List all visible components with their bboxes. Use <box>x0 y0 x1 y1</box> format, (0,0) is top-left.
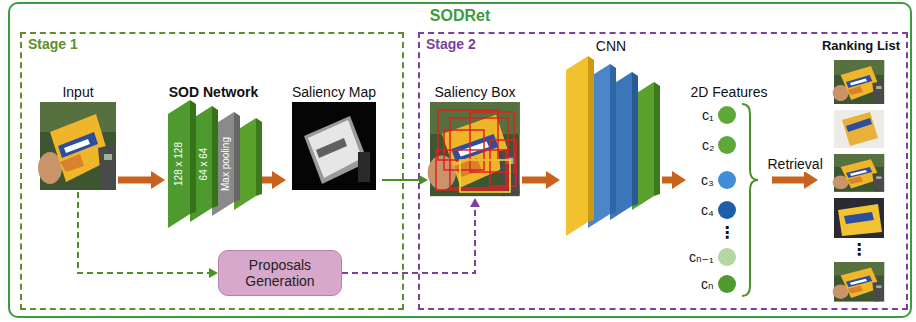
ranked-image <box>834 110 884 148</box>
layer-slab <box>632 72 638 206</box>
input-photo <box>38 102 116 190</box>
node-label: Stage 2 <box>426 36 476 52</box>
process-box: Proposals Generation <box>218 250 342 296</box>
proposal-box <box>460 160 510 192</box>
saliency-box-photo <box>428 102 520 196</box>
node-label: Saliency Box <box>435 84 516 100</box>
node-label: Saliency Map <box>292 84 376 100</box>
layer-slab <box>234 112 240 202</box>
feature-dot <box>718 106 736 124</box>
proposal-box <box>436 150 506 190</box>
feature-dot <box>718 201 736 219</box>
saliency-blob <box>316 138 347 158</box>
proposal-box <box>490 140 516 186</box>
node-label: SOD Network <box>169 84 258 100</box>
feature-dot <box>718 136 736 154</box>
layer-slab <box>654 82 660 196</box>
stage-box: Stage 2 Saliency Box CNN 2D Features Ranking… <box>418 32 908 310</box>
feature-brace <box>742 104 758 296</box>
ranked-image <box>838 204 882 236</box>
node-label: Stage 1 <box>28 36 78 52</box>
feature-label: c₂ <box>702 137 714 153</box>
edge-label: Retrieval <box>766 156 825 172</box>
saliency-map <box>292 102 376 190</box>
flow-arrow <box>118 177 151 184</box>
node-label: SODRet <box>430 7 490 25</box>
feature-dot <box>718 248 736 266</box>
feature-dot <box>718 171 736 189</box>
flow-arrow <box>662 177 672 184</box>
feature-label: c₄ <box>701 202 714 218</box>
layer-slab <box>168 100 190 228</box>
stage-box: Stage 1 Input SOD Network Saliency MapPropo… <box>20 32 404 310</box>
layer-label: 128 x 128 <box>173 142 185 186</box>
ranked-image <box>844 212 874 224</box>
feature-dot <box>718 275 736 293</box>
feature-label: c₁ <box>702 107 714 123</box>
node-label: CNN <box>596 38 626 54</box>
saliency-blob <box>308 120 362 178</box>
image-panel: Input <box>38 82 118 192</box>
saliency-blob <box>358 152 370 182</box>
flow-arrow <box>772 177 804 184</box>
layer-slab <box>212 106 218 208</box>
layer-slab <box>566 56 588 236</box>
layer-label: 64 x 64 <box>198 148 210 181</box>
layer-slab <box>190 100 196 214</box>
image-panel: Saliency Map <box>286 82 382 192</box>
ellipsis-mark: ⋮ <box>851 241 867 259</box>
layer-slab <box>588 56 594 222</box>
ranked-image <box>833 154 884 192</box>
feature-list: 2D Features <box>686 82 772 300</box>
proposal-box <box>450 118 508 188</box>
node-label: 2D Features <box>690 84 767 100</box>
network-block: CNN <box>560 36 662 238</box>
ellipsis-mark: ⋮ <box>719 224 735 242</box>
feature-label: cₙ₋₁ <box>689 249 714 265</box>
ranked-image <box>842 112 878 146</box>
flow-arrow <box>522 177 546 184</box>
flow-arrow <box>342 207 475 273</box>
layer-label: Max pooling <box>220 137 232 191</box>
layer-slab <box>610 64 616 214</box>
ranked-image <box>833 262 884 302</box>
feature-label: c₃ <box>701 172 714 188</box>
image-panel: Saliency Box <box>428 82 522 198</box>
ranked-image <box>846 118 872 132</box>
node-label: Proposals Generation <box>227 257 333 289</box>
flow-arrow <box>262 177 272 184</box>
ranking-panel: Ranking List <box>818 36 904 306</box>
flow-arrow <box>78 192 209 273</box>
flow-arrow <box>382 179 419 181</box>
proposal-box <box>470 112 514 172</box>
ranked-image <box>834 198 884 238</box>
layer-slab <box>256 118 262 196</box>
feature-label: cₙ <box>701 276 714 292</box>
node-label: Ranking List <box>822 38 900 54</box>
ranked-image <box>833 60 884 104</box>
node-label: Input <box>62 84 93 100</box>
